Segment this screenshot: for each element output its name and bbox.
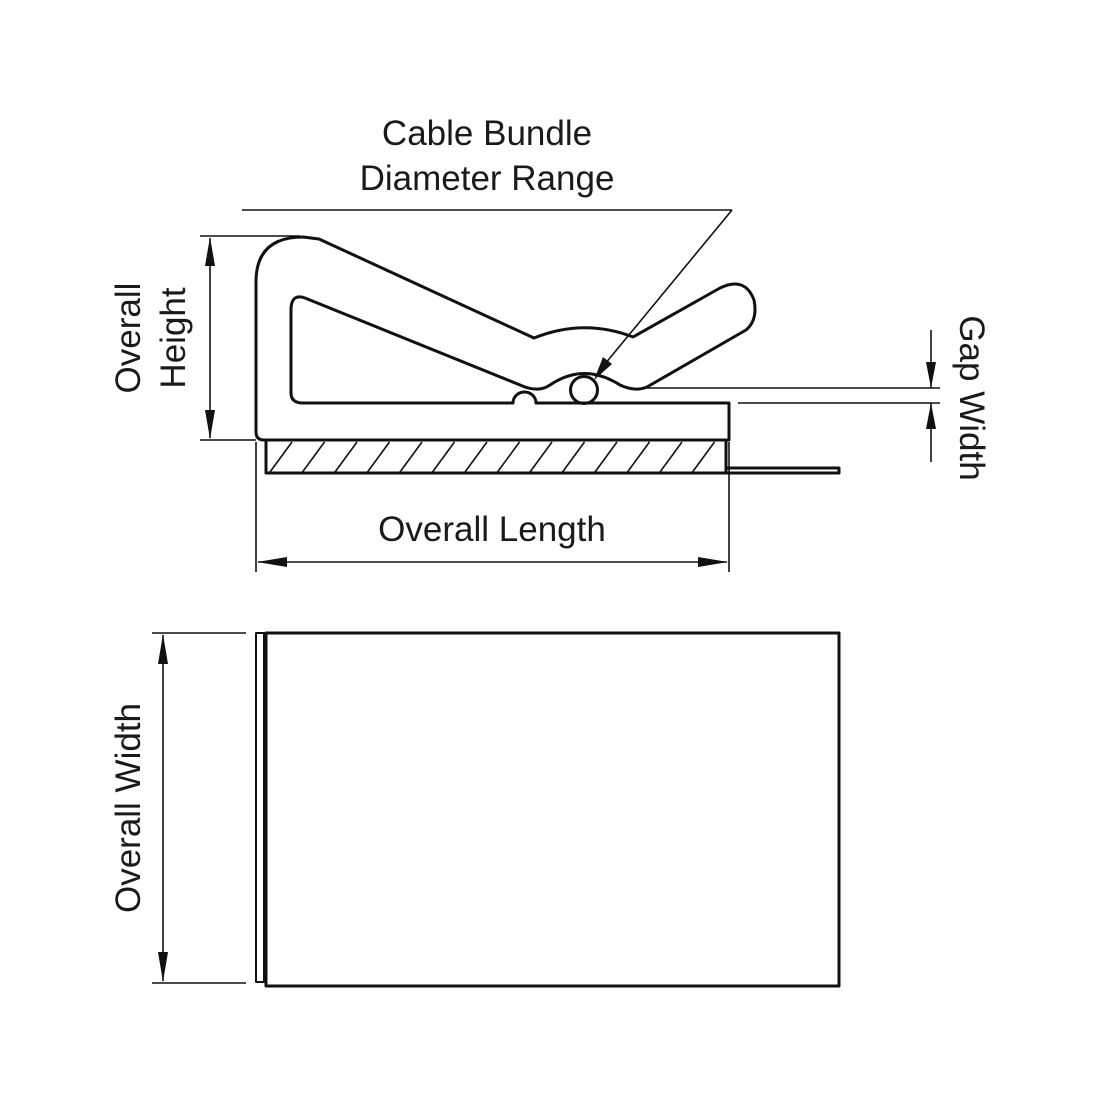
hatch-line (691, 441, 716, 473)
cable-bundle-circle (569, 375, 599, 405)
hatch-line (464, 441, 488, 473)
cable-bundle-leader (242, 209, 733, 380)
hatch-line (334, 441, 358, 473)
hatch-line (431, 441, 456, 473)
hatch-line (496, 441, 521, 473)
hatch-line (659, 441, 683, 473)
base-rect (264, 438, 728, 475)
overall-length-dimension (255, 442, 730, 572)
overall-height-dimension (200, 235, 300, 441)
clip-outline (254, 235, 757, 442)
base-tab (726, 466, 841, 475)
clip-side-profile (254, 235, 757, 442)
overall-length-label: Overall Length (378, 510, 606, 549)
cable-bundle-label-line1: Cable Bundle (382, 114, 592, 153)
hatch-line (269, 441, 293, 473)
mounting-base-hatched (264, 438, 841, 475)
hatch-line (594, 441, 618, 473)
hatch-line (366, 441, 391, 473)
clip-top-view (255, 631, 841, 988)
hatch-line (529, 441, 553, 473)
top-view-edge-strip (255, 632, 265, 983)
overall-width-dimension (152, 632, 246, 984)
cable-bundle-label-line2: Diameter Range (360, 159, 615, 198)
gap-width-dimension (647, 330, 940, 462)
overall-height-label-line1: Overall (109, 283, 148, 394)
hatch-lines (269, 441, 716, 473)
overall-width-label: Overall Width (109, 703, 148, 913)
hatch-line (301, 441, 326, 473)
overall-height-label-line2: Height (154, 287, 193, 388)
hatch-line (561, 441, 586, 473)
top-view-body (264, 631, 841, 988)
hatch-line (626, 441, 651, 473)
gap-width-label: Gap Width (952, 315, 991, 480)
leader-arrowhead (594, 357, 612, 380)
hatch-line (399, 441, 423, 473)
